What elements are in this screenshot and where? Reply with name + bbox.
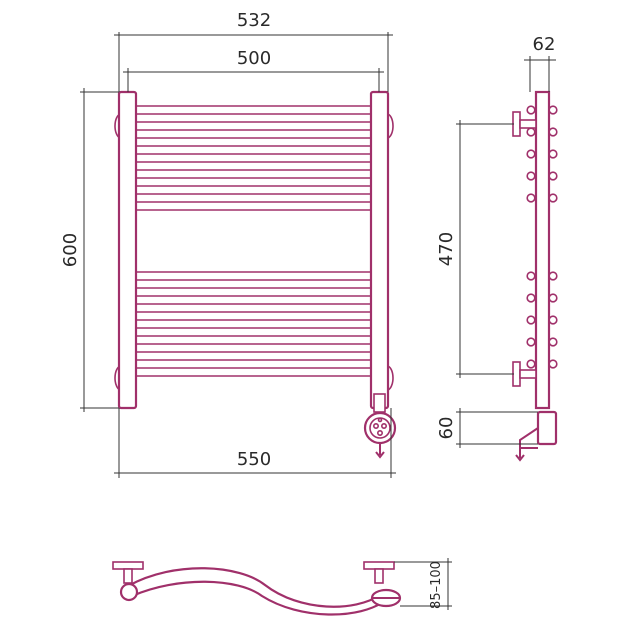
rung — [129, 287, 379, 297]
side-rung-end — [548, 337, 558, 347]
heater-dot — [372, 422, 379, 429]
side-rung-end — [548, 193, 558, 203]
heater-neck — [373, 393, 386, 413]
side-rung-end — [548, 359, 558, 369]
rungs — [129, 105, 379, 377]
heater-dot — [376, 429, 383, 436]
top-right-arm — [374, 568, 384, 584]
side-rung-end — [548, 171, 558, 181]
rung — [129, 153, 379, 163]
side-rung-end — [548, 149, 558, 159]
rung — [129, 367, 379, 377]
right-upright — [369, 90, 390, 410]
rung — [129, 169, 379, 179]
curved-rail — [126, 567, 388, 616]
side-top-wall-plate — [512, 111, 521, 137]
side-rung-end — [526, 315, 536, 325]
rung — [129, 185, 379, 195]
side-heater-body — [536, 410, 558, 446]
rung — [129, 335, 379, 345]
side-rung-end — [526, 337, 536, 347]
heating-element — [363, 393, 397, 459]
heater-cable — [375, 443, 385, 459]
top-view: 85–100 — [112, 558, 452, 616]
side-top-arm — [519, 119, 537, 129]
side-bottom-wall-plate — [512, 361, 521, 387]
side-heater-cable-bend — [519, 427, 539, 449]
side-rung-end — [526, 171, 536, 181]
side-rung-end — [526, 105, 536, 115]
rung — [129, 121, 379, 131]
rung — [129, 319, 379, 329]
dim-532-label: 532 — [237, 10, 271, 31]
top-left-end-cap — [119, 582, 139, 602]
side-bottom-arm — [519, 369, 537, 379]
rung — [129, 303, 379, 313]
rung — [129, 105, 379, 115]
side-rung-end — [548, 315, 558, 325]
dim-500-label: 500 — [237, 48, 271, 69]
side-heater-cable — [515, 448, 525, 462]
dim-85-100-label: 85–100 — [429, 561, 444, 609]
side-heater — [515, 410, 558, 462]
side-rung-end — [526, 193, 536, 203]
rung — [129, 201, 379, 211]
side-rung-end — [526, 359, 536, 369]
side-rung-end — [526, 293, 536, 303]
dim-470-label: 470 — [436, 232, 457, 266]
left-upright — [117, 90, 138, 410]
side-rung-end — [526, 149, 536, 159]
rung — [129, 351, 379, 361]
side-rung-end — [548, 127, 558, 137]
side-rung-end — [526, 271, 536, 281]
top-left-wall-plate — [112, 561, 144, 570]
side-rung-end — [548, 293, 558, 303]
dim-60-label: 60 — [436, 417, 457, 440]
side-rungs — [526, 105, 558, 369]
top-left-arm — [123, 568, 133, 584]
heater-dot — [377, 417, 383, 423]
front-view: 532 500 600 550 — [60, 10, 397, 478]
side-view: 62 470 60 — [436, 34, 558, 462]
rung — [129, 271, 379, 281]
dim-62-label: 62 — [533, 34, 556, 55]
side-upright — [534, 90, 551, 410]
side-rung-end — [526, 127, 536, 137]
dim-600-label: 600 — [60, 233, 81, 267]
side-rung-end — [548, 105, 558, 115]
heater-dot — [380, 422, 387, 429]
dim-550-label: 550 — [237, 449, 271, 470]
top-right-wall-plate — [363, 561, 395, 570]
side-rung-end — [548, 271, 558, 281]
rung — [129, 137, 379, 147]
